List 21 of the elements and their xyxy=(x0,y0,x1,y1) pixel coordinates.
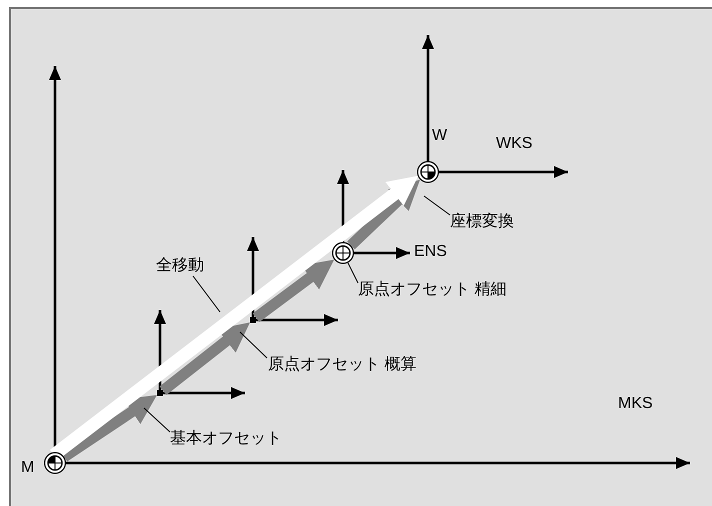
arrow xyxy=(252,260,334,322)
leader-line xyxy=(347,262,358,284)
axis-label: ENS xyxy=(414,243,447,261)
origin-label: W xyxy=(432,127,448,145)
axis-label: MKS xyxy=(618,395,653,413)
arrow xyxy=(160,322,250,395)
callout-label: 座標変換 xyxy=(450,213,514,231)
leader-line xyxy=(144,408,170,432)
axes-corner xyxy=(157,390,163,396)
callout-label: 原点オフセット 概算 xyxy=(268,356,416,374)
leader-line xyxy=(240,332,268,358)
origin-label: M xyxy=(21,459,34,477)
axes-corner xyxy=(250,317,256,323)
callout-label: 全移動 xyxy=(156,257,204,275)
arrow xyxy=(347,180,420,250)
callout-label: 原点オフセット 精細 xyxy=(358,281,506,299)
leader-line xyxy=(424,196,450,216)
axis-label: WKS xyxy=(496,135,532,153)
arrow xyxy=(61,395,157,462)
callout-label: 基本オフセット xyxy=(170,430,282,448)
leader-line xyxy=(192,276,220,312)
